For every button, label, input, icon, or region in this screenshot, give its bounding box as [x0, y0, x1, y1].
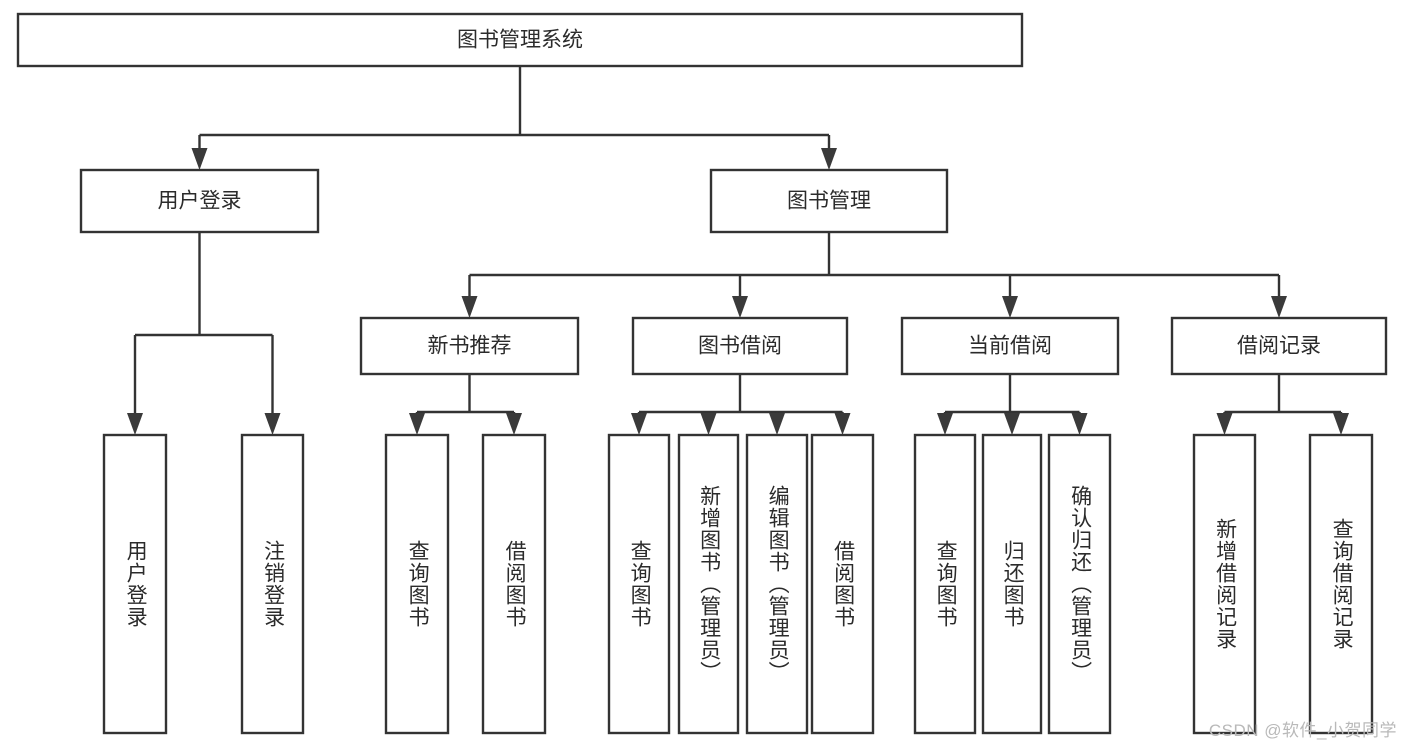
node-box-book-management [709, 168, 949, 234]
watermark-text: CSDN @软件_小贺同学 [1208, 721, 1397, 740]
node-box-user-login [79, 168, 320, 234]
node-box-leaf-logout [240, 433, 305, 735]
arrow-head-icon [821, 148, 837, 170]
arrow-head-icon [1004, 413, 1020, 435]
node-box-leaf-add-book-admin [677, 433, 740, 735]
connectors-layer [127, 66, 1349, 435]
node-box-leaf-borrow-book [810, 433, 875, 735]
arrow-head-icon [700, 413, 717, 435]
node-label-new-book-recommend: 新书推荐 [428, 335, 512, 358]
node-box-root [16, 12, 1024, 68]
arrow-head-icon [937, 413, 953, 435]
node-box-leaf-edit-book-admin [745, 433, 809, 735]
node-box-leaf-user-login [102, 433, 168, 735]
node-label-book-borrow: 图书借阅 [698, 335, 782, 358]
node-box-leaf-query-book-borrow [607, 433, 671, 735]
arrow-head-icon [732, 296, 748, 318]
arrow-head-icon [461, 296, 478, 318]
arrow-head-icon [631, 413, 647, 435]
arrow-head-icon [1271, 296, 1287, 318]
node-box-book-borrow [631, 316, 849, 376]
boxes-layer [16, 12, 1388, 735]
arrow-head-icon [1071, 413, 1088, 435]
node-label-root: 图书管理系统 [457, 29, 583, 52]
node-label-book-management: 图书管理 [787, 190, 871, 213]
arrow-head-icon [1333, 413, 1349, 435]
node-box-leaf-query-book-current [913, 433, 977, 735]
node-box-new-book-recommend [359, 316, 580, 376]
arrow-head-icon [264, 413, 281, 435]
node-box-leaf-query-book-recommend [384, 433, 450, 735]
arrow-head-icon [409, 413, 425, 435]
arrow-head-icon [834, 413, 851, 435]
node-label-borrow-records: 借阅记录 [1237, 335, 1321, 358]
node-box-current-borrow [900, 316, 1120, 376]
node-box-leaf-borrow-book-recommend [481, 433, 547, 735]
node-box-borrow-records [1170, 316, 1388, 376]
arrow-head-icon [769, 413, 785, 435]
node-box-leaf-return-book [981, 433, 1043, 735]
node-label-current-borrow: 当前借阅 [968, 335, 1052, 358]
node-box-leaf-confirm-return-admin [1047, 433, 1112, 735]
node-label-user-login: 用户登录 [158, 190, 242, 213]
arrow-head-icon [506, 413, 522, 435]
node-box-leaf-query-borrow-record [1308, 433, 1374, 735]
arrow-head-icon [1002, 296, 1018, 318]
arrow-head-icon [191, 148, 208, 170]
arrow-head-icon [127, 413, 143, 435]
node-box-leaf-add-borrow-record [1192, 433, 1257, 735]
arrow-head-icon [1216, 413, 1233, 435]
